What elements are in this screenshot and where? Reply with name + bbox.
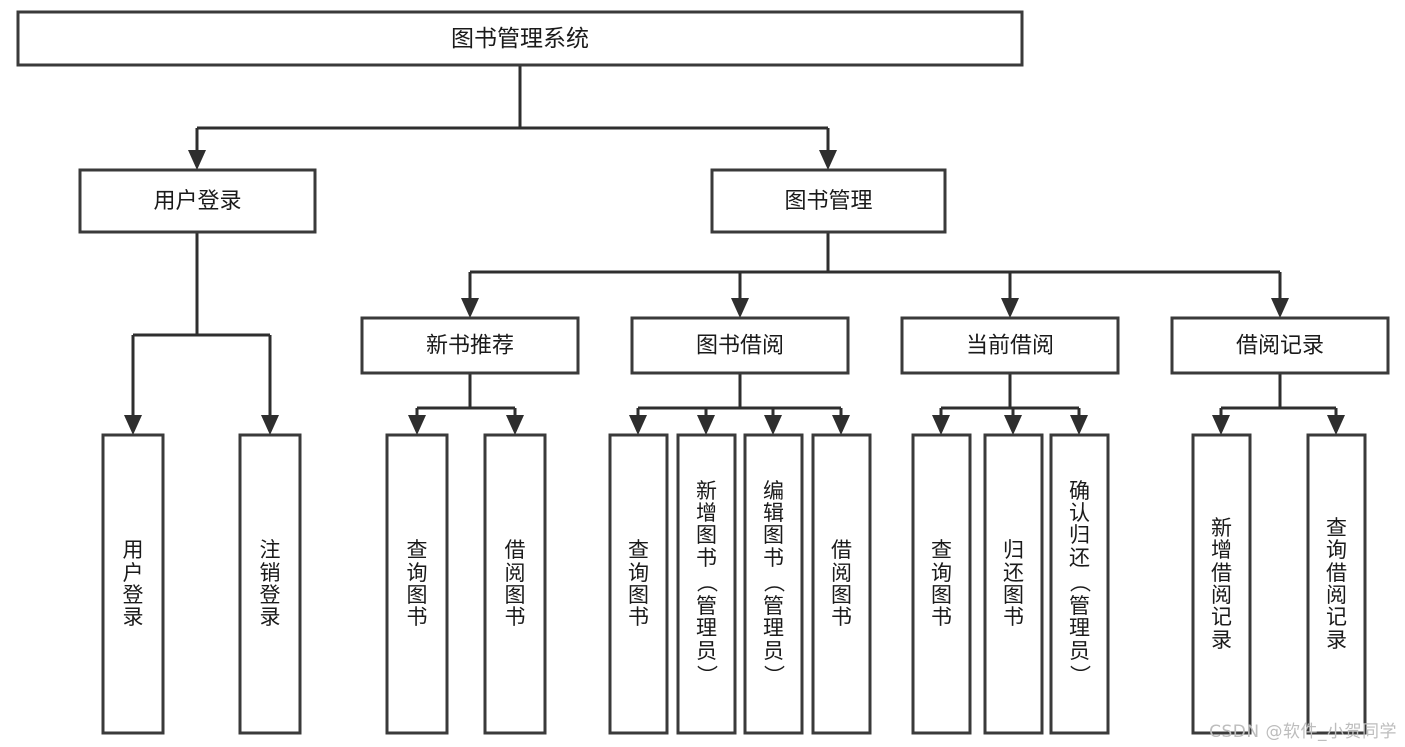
node-leaf-10-box[interactable] (1049, 433, 1110, 735)
subgroup-leaf-arrow-2-1 (1004, 415, 1022, 435)
node-level2-1-label: 图书借阅 (696, 334, 784, 359)
subgroup-leaf-arrow-2-2 (1070, 415, 1088, 435)
node-leaf-8-box[interactable] (911, 433, 972, 735)
manage-branch-arrow-0 (461, 298, 479, 318)
login-leaf-arrow-1 (261, 415, 279, 435)
node-root-tushu-guanli-xitong-box[interactable] (16, 10, 1024, 67)
subgroup-leaf-arrow-1-1 (697, 415, 715, 435)
node-level2-2-label: 当前借阅 (966, 334, 1054, 359)
root-branch-arrow-1 (819, 150, 837, 170)
node-level2-1-box[interactable] (630, 316, 850, 375)
node-root-tushu-guanli-xitong-label: 图书管理系统 (451, 26, 589, 52)
node-leaf-12-box[interactable] (1306, 433, 1367, 735)
subgroup-leaf-arrow-0-0 (408, 415, 426, 435)
node-level2-0-box[interactable] (360, 316, 580, 375)
node-leaf-6-box[interactable] (743, 433, 804, 735)
watermark-text: CSDN @软件_小贺同学 (1209, 722, 1397, 742)
node-level2-3-label: 借阅记录 (1236, 334, 1324, 359)
node-level2-0-label: 新书推荐 (426, 334, 514, 359)
manage-branch-arrow-2 (1001, 298, 1019, 318)
node-level2-3-box[interactable] (1170, 316, 1390, 375)
node-level1-0-label: 用户登录 (153, 189, 241, 214)
subgroup-leaf-arrow-3-1 (1327, 415, 1345, 435)
node-leaf-1-box[interactable] (238, 433, 302, 735)
subgroup-leaf-arrow-1-0 (629, 415, 647, 435)
node-box-layer (16, 10, 1390, 735)
manage-branch-arrow-3 (1271, 298, 1289, 318)
node-leaf-0-box[interactable] (101, 433, 165, 735)
root-branch-arrow-0 (188, 150, 206, 170)
node-leaf-9-box[interactable] (983, 433, 1044, 735)
subgroup-leaf-arrow-3-0 (1212, 415, 1230, 435)
manage-branch-arrow-1 (731, 298, 749, 318)
node-level2-2-box[interactable] (900, 316, 1120, 375)
node-leaf-4-box[interactable] (608, 433, 669, 735)
node-level1-0-box[interactable] (78, 168, 317, 234)
subgroup-leaf-arrow-1-2 (764, 415, 782, 435)
subgroup-leaf-arrow-0-1 (506, 415, 524, 435)
node-leaf-11-box[interactable] (1191, 433, 1252, 735)
node-leaf-5-box[interactable] (676, 433, 737, 735)
node-level1-1-box[interactable] (710, 168, 947, 234)
connector-layer (124, 65, 1345, 435)
node-leaf-3-box[interactable] (483, 433, 547, 735)
login-leaf-arrow-0 (124, 415, 142, 435)
node-leaf-2-box[interactable] (385, 433, 449, 735)
node-leaf-7-box[interactable] (811, 433, 872, 735)
subgroup-leaf-arrow-1-3 (832, 415, 850, 435)
node-level1-1-label: 图书管理 (784, 189, 872, 214)
subgroup-leaf-arrow-2-0 (932, 415, 950, 435)
